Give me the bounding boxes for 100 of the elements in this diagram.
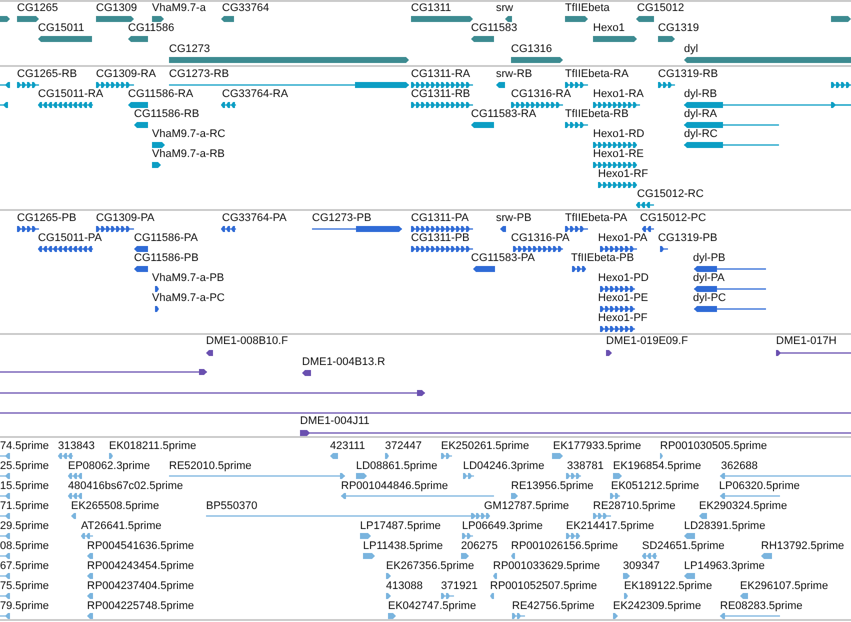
feature-label: VhaM9.7-a-PC [152, 292, 225, 305]
feature-label: CG1273 [169, 43, 210, 56]
feature-label: dyl-PA [693, 272, 725, 285]
feature-label: RE52010.5prime [169, 460, 252, 473]
feature-label: Hexo1-PE [598, 292, 648, 305]
feature-label: 480416bs67c02.5prime [68, 480, 183, 493]
feature-label: GM12787.5prime [484, 500, 569, 513]
feature-label: CG1311-PA [411, 212, 469, 225]
feature-label: CG11586-PB [134, 252, 199, 265]
feature-label: VhaM9.7-a-PB [152, 272, 224, 285]
feature-label: 309347 [623, 560, 660, 573]
feature-label: EK214417.5prime [566, 520, 654, 533]
feature-label: 74.5prime [0, 440, 49, 453]
feature-label: CG1311-RA [411, 68, 470, 81]
feature-label: BP550370 [206, 500, 258, 513]
feature-label: RP004243454.5prime [87, 560, 194, 573]
feature-label: dyl-RA [684, 108, 718, 121]
feature-label: RP001030505.5prime [660, 440, 768, 453]
feature-label: RP004237404.5prime [87, 580, 194, 593]
feature-label: TfIIEbeta [565, 2, 610, 15]
feature-label: DME1-008B10.F [206, 335, 288, 348]
feature-label: RP004225748.5prime [87, 600, 194, 613]
feature-label: 371921 [441, 580, 478, 593]
feature-label: CG11583-RA [471, 108, 536, 121]
feature-label: CG33764 [222, 2, 270, 15]
feature-label: CG1319-PB [658, 232, 718, 245]
feature-label: CG1265 [17, 2, 58, 15]
feature-label: CG1316-RA [511, 88, 571, 101]
feature-label: CG1311 [411, 2, 452, 15]
feature-label: 372447 [385, 440, 422, 453]
feature-label: 15.5prime [0, 480, 49, 493]
feature-label: 206275 [461, 540, 498, 553]
feature-label: CG1265-RB [17, 68, 77, 81]
feature-label: CG1311-RB [411, 88, 470, 101]
feature-label: EK051212.5prime [611, 480, 700, 493]
feature-label: srw-RB [496, 68, 532, 81]
feature-label: CG1273-PB [312, 212, 372, 225]
feature-label: CG11583-PA [471, 252, 535, 265]
feature-label: EK242309.5prime [613, 600, 702, 613]
feature-label: CG1316-PA [511, 232, 570, 245]
feature-label: RE42756.5prime [512, 600, 595, 613]
feature-label: 08.5prime [0, 540, 49, 553]
feature-label: RP004541636.5prime [87, 540, 194, 553]
feature-label: CG1309-PA [96, 212, 154, 225]
feature-label: CG1311-PB [411, 232, 470, 245]
feature-label: AT26641.5prime [81, 520, 162, 533]
feature-label: Hexo1 [593, 22, 625, 35]
feature-label: RP001033629.5prime [493, 560, 600, 573]
feature-label: 362688 [721, 460, 758, 473]
feature-label: DME1-004J11 [300, 415, 370, 428]
feature-label: VhaM9.7-a-RB [152, 148, 225, 161]
feature-label: 423111 [330, 440, 366, 453]
feature-label: EK018211.5prime [109, 440, 196, 453]
feature-label: 67.5prime [0, 560, 49, 573]
feature-label: EK267356.5prime [386, 560, 474, 573]
feature-label: EK042747.5prime [388, 600, 476, 613]
feature-label: 79.5prime [0, 600, 49, 613]
feature-label: RE08283.5prime [720, 600, 803, 613]
feature-label: EP08062.3prime [68, 460, 150, 473]
feature-label: Hexo1-PA [598, 232, 648, 245]
feature-label: CG1273-RB [169, 68, 229, 81]
feature-label: TfIIEbeta-PB [571, 252, 634, 265]
feature-label: RP001026156.5prime [511, 540, 618, 553]
feature-label: DME1-019E09.F [606, 335, 688, 348]
feature-label: Hexo1-RA [593, 88, 644, 101]
feature-label: CG11586 [128, 22, 174, 35]
feature-label: dyl-RB [684, 88, 718, 101]
feature-label: RP001044846.5prime [341, 480, 448, 493]
feature-label: 29.5prime [0, 520, 49, 533]
feature-label: dyl [684, 43, 698, 56]
feature-label: LD04246.3prime [463, 460, 544, 473]
feature-label: RE13956.5prime [511, 480, 594, 493]
feature-label: dyl-RC [684, 128, 718, 141]
feature-label: CG1309 [96, 2, 137, 15]
feature-label: RP001052507.5prime [490, 580, 598, 593]
feature-label: CG11586-PA [134, 232, 198, 245]
feature-label: DME1-004B13.R [302, 356, 386, 369]
feature-label: RH13792.5prime [761, 540, 844, 553]
feature-label: 25.5prime [0, 460, 49, 473]
feature-label: LP17487.5prime [360, 520, 441, 533]
feature-label: LP11438.5prime [363, 540, 443, 553]
feature-label: CG11586-RA [128, 88, 194, 101]
feature-label: CG1309-RA [96, 68, 156, 81]
feature-label: CG1319 [658, 22, 699, 35]
feature-label: CG33764-RA [222, 88, 288, 101]
feature-label: EK189122.5prime [624, 580, 712, 593]
feature-label: RE28710.5prime [593, 500, 676, 513]
feature-label: LP06649.3prime [462, 520, 543, 533]
feature-label: VhaM9.7-a [152, 2, 206, 15]
feature-label: EK177933.5prime [553, 440, 642, 453]
feature-label: Hexo1-RF [598, 168, 648, 181]
feature-label: srw-PB [496, 212, 532, 225]
feature-label: 413088 [386, 580, 423, 593]
feature-label: EK196854.5prime [613, 460, 702, 473]
feature-label: dyl-PC [693, 292, 726, 305]
feature-label: LP06320.5prime [719, 480, 800, 493]
feature-label: CG15012-RC [637, 188, 704, 201]
feature-label: DME1-017H [776, 335, 837, 348]
feature-label: CG33764-PA [222, 212, 287, 225]
feature-label: CG11586-RB [134, 108, 200, 121]
